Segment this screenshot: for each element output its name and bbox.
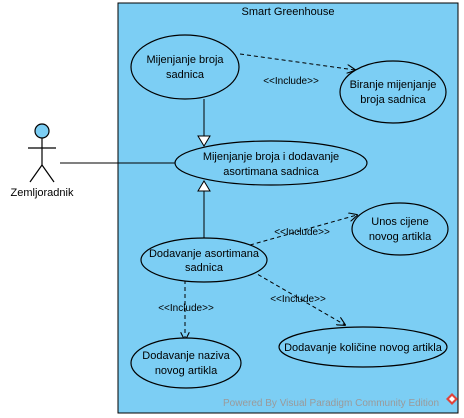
usecase-biranje-mijenjanje-broja[interactable]: Biranje mijenjanje broja sadnica	[339, 60, 447, 124]
svg-text:Mijenjanje broja i dodavanje: Mijenjanje broja i dodavanje	[203, 151, 339, 163]
svg-text:Unos cijene: Unos cijene	[371, 216, 428, 228]
include-arrow-1	[239, 53, 355, 70]
system-title: Smart Greenhouse	[242, 6, 335, 18]
actor-name: Zemljoradnik	[11, 187, 74, 199]
generalization-arrow-1	[197, 135, 211, 147]
svg-text:novog artikla: novog artikla	[155, 365, 218, 377]
usecase-unos-cijene[interactable]: Unos cijene novog artikla	[351, 202, 449, 256]
svg-text:broja sadnica: broja sadnica	[360, 94, 426, 106]
svg-text:Dodavanje količine novog artik: Dodavanje količine novog artikla	[284, 342, 443, 354]
usecase-mijenjanje-broja-sadnica[interactable]: Mijenjanje broja sadnica	[130, 34, 240, 100]
usecase-dodavanje-kolicine[interactable]: Dodavanje količine novog artikla	[278, 326, 448, 368]
svg-text:sadnica: sadnica	[166, 69, 205, 81]
svg-text:Biranje mijenjanje: Biranje mijenjanje	[350, 79, 437, 91]
svg-text:Mijenjanje broja: Mijenjanje broja	[146, 54, 224, 66]
include-arrow-3	[251, 270, 345, 325]
include-arrow-2	[249, 215, 357, 246]
include-label-2: <<Include>>	[274, 227, 330, 238]
watermark-text: Powered By Visual Paradigm Community Edi…	[223, 398, 439, 409]
actor-zemljoradnik[interactable]: Zemljoradnik	[11, 123, 74, 199]
svg-text:Dodavanje naziva: Dodavanje naziva	[142, 350, 230, 362]
include-label-1: <<Include>>	[263, 76, 319, 87]
svg-text:asortimana sadnica: asortimana sadnica	[223, 166, 319, 178]
visual-paradigm-logo-icon	[446, 393, 458, 405]
svg-text:novog artikla: novog artikla	[369, 231, 432, 243]
svg-text:sadnica: sadnica	[185, 262, 224, 274]
generalization-arrow-2	[197, 180, 211, 192]
svg-text:Dodavanje asortimana: Dodavanje asortimana	[149, 248, 260, 260]
actor-head	[34, 123, 50, 139]
include-label-3: <<Include>>	[270, 294, 326, 305]
usecase-mijenjanje-i-dodavanje[interactable]: Mijenjanje broja i dodavanje asortimana …	[174, 140, 368, 186]
include-label-4: <<Include>>	[158, 303, 214, 314]
usecase-dodavanje-asortimana[interactable]: Dodavanje asortimana sadnica	[140, 237, 268, 283]
usecase-dodavanje-naziva[interactable]: Dodavanje naziva novog artikla	[130, 337, 242, 389]
